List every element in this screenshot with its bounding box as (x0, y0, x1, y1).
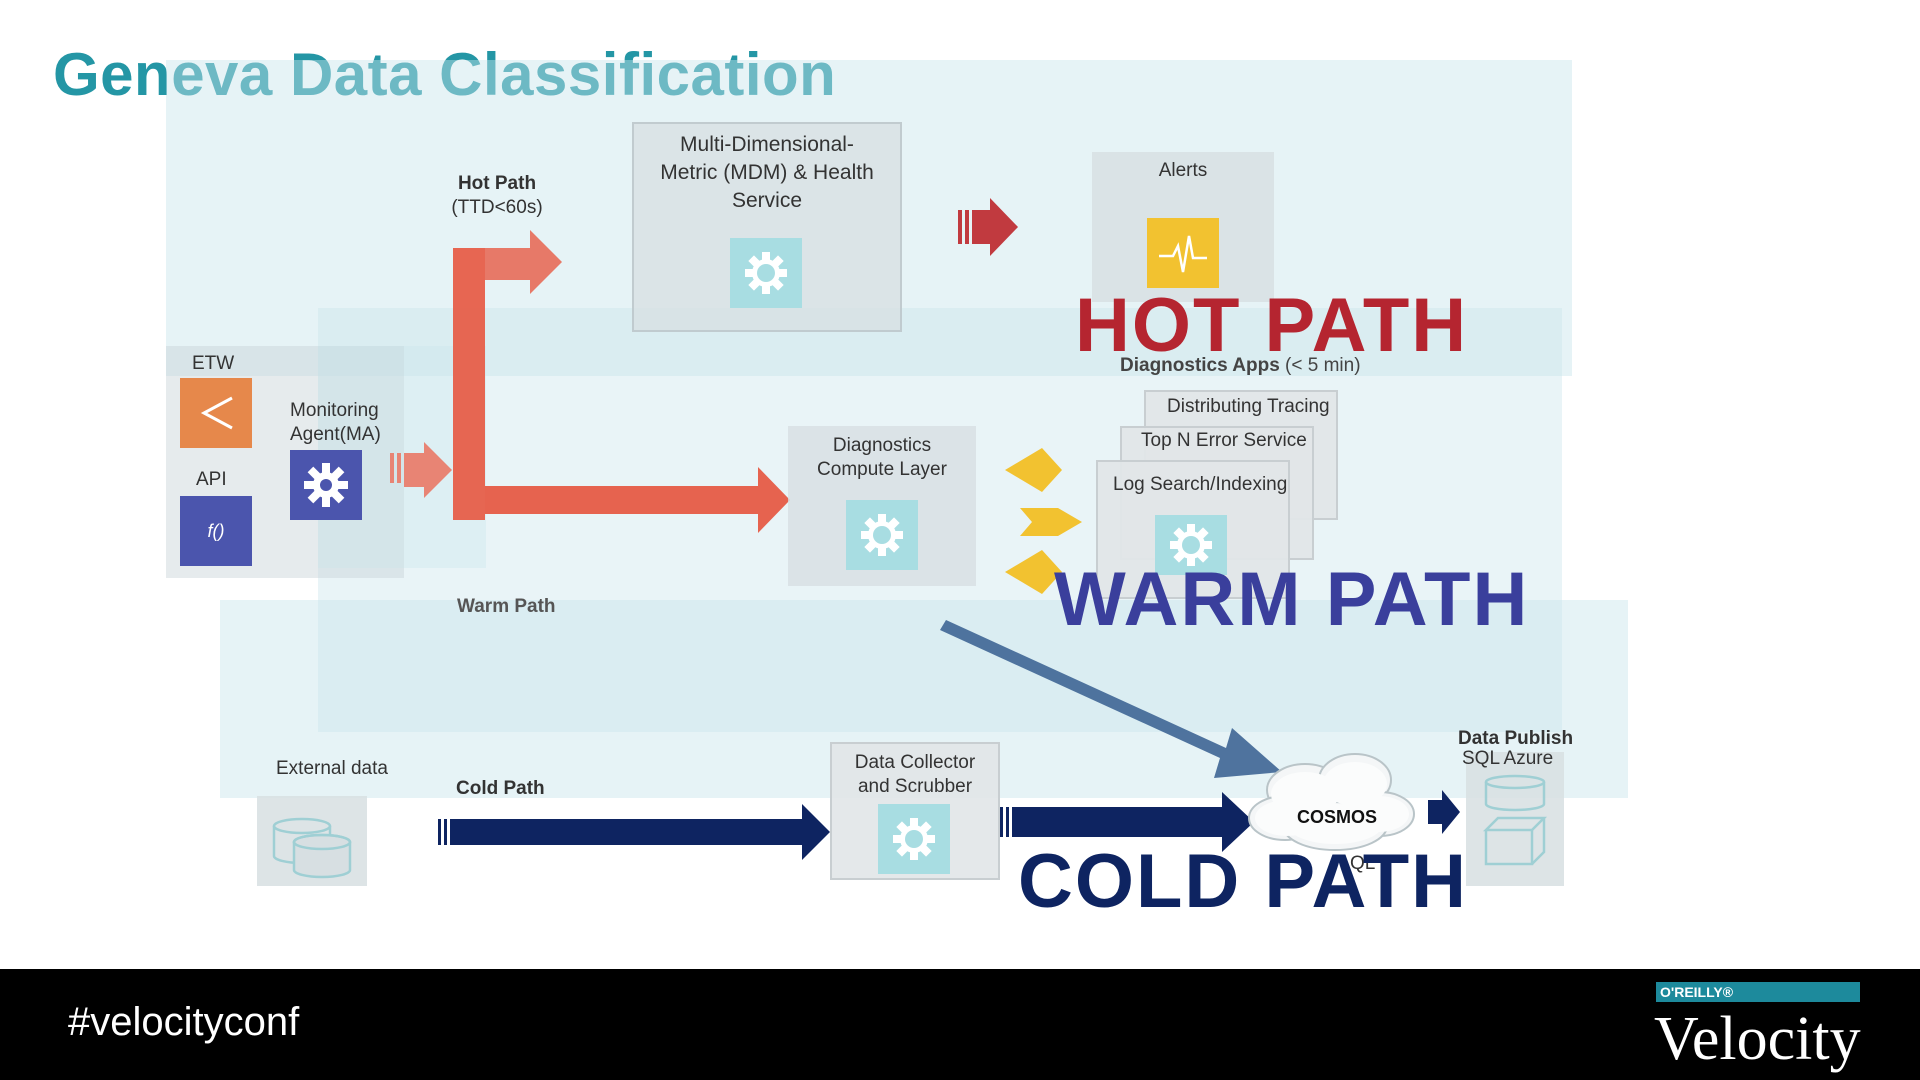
monitoring-agent-icon (290, 450, 362, 520)
api-icon: f() (180, 496, 252, 566)
diag-apps-label: Diagnostics Apps (< 5 min) (1120, 355, 1361, 377)
diag-compute-line-2: Compute Layer (817, 459, 947, 480)
etw-icon (180, 378, 252, 448)
hashtag-text: #velocityconf (68, 1000, 300, 1044)
data-publish-sub: SQL Azure (1462, 748, 1554, 769)
collector-line-1: Data Collector (854, 752, 976, 773)
page-title: Geneva Data Classification (53, 41, 837, 108)
diag-compute-gear-icon (846, 500, 918, 570)
mdm-gear-icon (730, 238, 802, 308)
data-publish-title: Data Publish (1458, 728, 1574, 749)
ma-label-2: Agent(MA) (290, 424, 381, 445)
alert-pulse-icon (1147, 218, 1219, 288)
collector-gear-icon (878, 804, 950, 874)
sql-partial-label: QL (1350, 853, 1376, 874)
cold-path-overlay: COLD PATH (1018, 839, 1469, 924)
alerts-label: Alerts (1158, 160, 1208, 181)
cosmos-label: COSMOS (1296, 807, 1377, 827)
diag-apps-bold: Diagnostics Apps (1120, 355, 1280, 376)
collector-line-2: and Scrubber (857, 776, 973, 797)
external-data-label: External data (276, 758, 388, 779)
mdm-line-1: Multi-Dimensional- (680, 133, 854, 156)
diag-compute-line-1: Diagnostics (832, 435, 932, 456)
hot-path-label: Hot Path (457, 173, 537, 194)
app-distributing-tracing: Distributing Tracing (1167, 396, 1330, 417)
app-top-n-error: Top N Error Service (1141, 430, 1307, 451)
diag-apps-rest: (< 5 min) (1279, 355, 1361, 376)
app-log-search: Log Search/Indexing (1113, 474, 1288, 495)
mdm-line-2: Metric (MDM) & Health (660, 161, 874, 184)
api-icon-text: f() (207, 520, 225, 541)
hot-path-overlay: HOT PATH (1075, 283, 1469, 368)
footer-bar (0, 969, 1920, 1080)
external-data-icon (257, 796, 367, 886)
oreilly-logo: O'REILLY® (1656, 982, 1860, 1002)
ma-label-1: Monitoring (290, 400, 379, 421)
cold-path-label: Cold Path (456, 778, 545, 799)
etw-label: ETW (192, 353, 235, 374)
diag-apps-gear-icon (1155, 515, 1227, 575)
warm-path-label: Warm Path (457, 596, 556, 617)
flow-arrows (390, 198, 1460, 860)
api-label: API (196, 469, 227, 490)
velocity-logo: Velocity (1654, 1005, 1861, 1073)
sql-azure-icon (1482, 774, 1548, 866)
hot-path-ttd: (TTD<60s) (451, 197, 543, 218)
mdm-line-3: Service (731, 189, 803, 212)
warm-path-overlay: WARM PATH (1054, 557, 1530, 642)
cosmos-cloud-icon (1248, 753, 1415, 851)
